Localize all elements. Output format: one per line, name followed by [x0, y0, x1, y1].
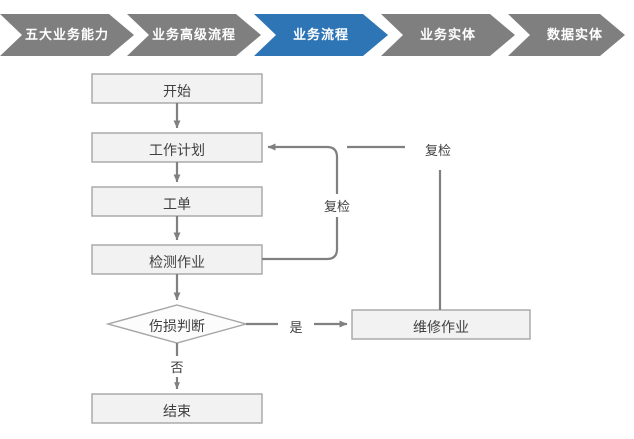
node-shape-judge[interactable] — [105, 304, 249, 344]
breadcrumb-chevron-2[interactable] — [254, 14, 388, 56]
breadcrumb-chevron-4[interactable] — [508, 14, 625, 56]
breadcrumb-chevron-3[interactable] — [381, 14, 515, 56]
breadcrumb-shapes — [0, 14, 625, 56]
flow-node-shapes — [91, 73, 531, 424]
connector-recheck-inner — [262, 143, 339, 261]
breadcrumb-chevron-0[interactable] — [0, 14, 134, 56]
node-shape-end[interactable] — [91, 393, 263, 424]
node-shape-order[interactable] — [91, 186, 263, 217]
node-shape-repair[interactable] — [351, 309, 531, 340]
node-shape-start[interactable] — [91, 73, 263, 104]
breadcrumb-chevron-1[interactable] — [127, 14, 261, 56]
node-shape-inspect[interactable] — [91, 244, 263, 275]
node-shape-plan[interactable] — [91, 132, 263, 163]
